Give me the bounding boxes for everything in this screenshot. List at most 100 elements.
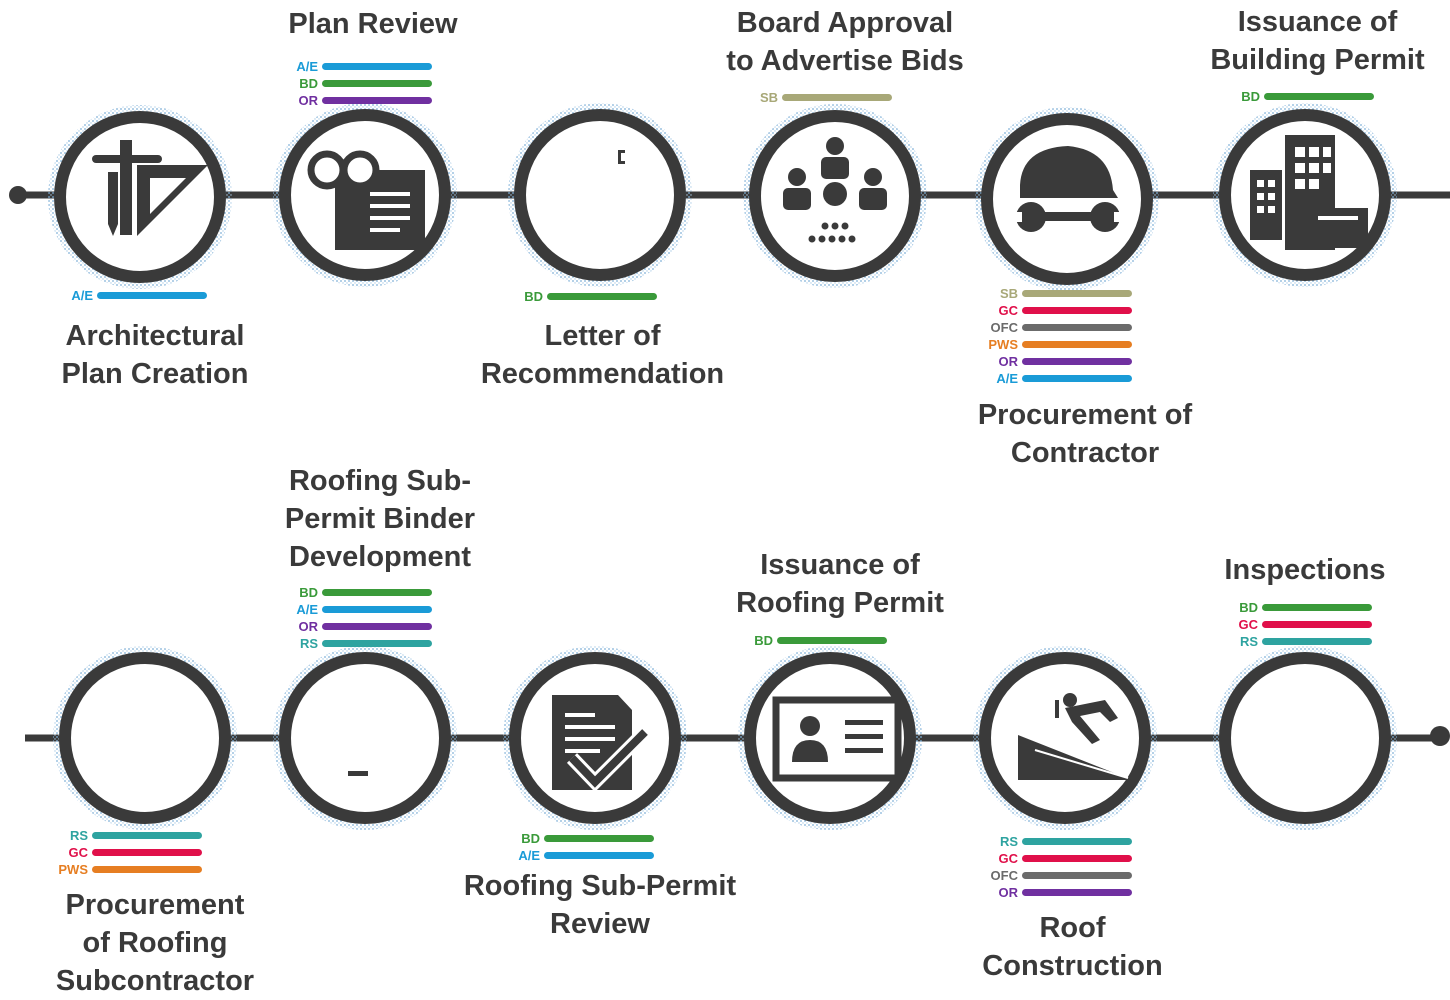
stakeholder-tag-bar [322,63,432,70]
stakeholder-tag-label: A/E [296,59,318,74]
step-title-7: Procurement of Roofing Subcontractor [30,886,280,1000]
step-title-10: Issuance of Roofing Permit [700,546,980,622]
step-title-line: Subcontractor [55,965,255,997]
stakeholder-tag-bar [782,94,892,101]
stakeholder-tag-bar [322,589,432,596]
stakeholder-tag-bar [1262,638,1372,645]
step-circle-7 [53,646,237,830]
stakeholder-tag-bar [322,606,432,613]
stakeholder-tag-label: A/E [71,288,93,303]
stakeholder-tag-label: OFC [990,868,1018,883]
binder-icon [348,771,368,776]
step-title-line: Development [288,541,472,573]
step-title-line: Procurement of [977,399,1193,431]
step-title-line: Contractor [1010,437,1160,469]
stakeholder-tag-label: RS [299,636,318,651]
step-title-line: Architectural [65,320,245,352]
step-title-6: Issuance of Building Permit [1185,3,1450,79]
step-title-line: Building Permit [1210,44,1425,76]
step-title-line: Inspections [1224,554,1386,586]
stakeholder-tag-label: PWS [58,862,88,877]
stakeholder-tag-label: OR [298,93,319,108]
stakeholder-tag-label: OR [998,885,1019,900]
stakeholder-tag-label: GC [998,303,1019,318]
stakeholder-tag-label: OFC [990,320,1018,335]
stakeholder-tag-bar [322,97,432,104]
step-title-12: Inspections [1190,551,1420,589]
step-title-2: Plan Review [248,5,498,43]
step-title-line: Roofing Sub- [288,465,471,497]
step-circle-3 [508,103,692,287]
stakeholder-tag-bar [1022,855,1132,862]
stakeholder-tag-label: RS [1239,634,1258,649]
step-title-line: to Advertise Bids [726,45,964,77]
step-title-line: Recommendation [480,358,725,390]
step-title-line: Construction [982,950,1163,982]
letter-icon [618,150,625,164]
meeting-icon [783,137,887,243]
stakeholder-tag-label: A/E [296,602,318,617]
stakeholder-tag-label: BD [1241,89,1260,104]
stakeholder-tag-bar [1022,324,1132,331]
stakeholder-tag-label: BD [299,76,318,91]
hardhat-wrench-icon [1012,146,1124,232]
step-title-line: Plan Review [288,8,458,40]
step-title-8: Roofing Sub- Permit Binder Development [255,462,505,576]
step-title-line: Review [550,908,650,940]
stakeholder-tag-bar [322,623,432,630]
step-title-line: Roof [1039,912,1106,944]
stakeholder-tag-bar [1022,889,1132,896]
stakeholder-tag-label: OR [298,619,319,634]
step-title-line: Roofing Sub-Permit [463,870,737,902]
step-title-line: Procurement [65,889,245,921]
stakeholder-tag-label: A/E [996,371,1018,386]
step-circle-12 [1213,646,1397,830]
stakeholder-tag-bar [1022,358,1132,365]
stakeholder-tag-bar [1022,307,1132,314]
stakeholder-tag-label: A/E [518,848,540,863]
stakeholder-tag-bar [1264,93,1374,100]
step-circle-5 [975,107,1159,291]
step-title-line: Issuance of [760,549,920,581]
stakeholder-tag-bar [97,292,207,299]
step-title-line: Letter of [544,320,661,352]
timeline-end-dot [1430,726,1450,746]
glasses-document-icon [307,150,425,250]
stakeholder-tag-bar [544,852,654,859]
step-title-4: Board Approval to Advertise Bids [700,4,990,80]
stakeholder-tag-label: GC [998,851,1019,866]
step-circle-8 [273,646,457,830]
stakeholder-tag-label: RS [69,828,88,843]
stakeholder-tag-bar [544,835,654,842]
stakeholder-tag-bar [1262,621,1372,628]
stakeholder-tag-label: BD [524,289,543,304]
stakeholder-tag-label: OR [998,354,1019,369]
stakeholder-tag-bar [1022,290,1132,297]
step-title-1: Architectural Plan Creation [30,317,280,393]
step-title-line: Plan Creation [61,358,249,390]
stakeholder-tag-bar [92,866,202,873]
step-title-9: Roofing Sub-Permit Review [440,867,760,943]
roofer-icon [1018,693,1132,780]
step-title-3: Letter of Recommendation [460,317,745,393]
stakeholder-tag-label: BD [754,633,773,648]
stakeholder-tag-label: BD [299,585,318,600]
id-card-icon [772,696,902,782]
stakeholder-tag-bar [1022,838,1132,845]
step-title-line: Issuance of [1237,6,1398,38]
step-title-line: Board Approval [736,7,954,39]
timeline-start-dot [9,186,27,204]
stakeholder-tag-bar [92,832,202,839]
stakeholder-tag-label: PWS [988,337,1018,352]
step-title-line: Roofing Permit [736,587,944,619]
stakeholder-tag-label: RS [999,834,1018,849]
stakeholder-tag-bar [322,80,432,87]
stakeholder-tag-label: SB [759,90,778,105]
stakeholder-tag-bar [1022,341,1132,348]
step-title-line: of Roofing [82,927,228,959]
stakeholder-tag-bar [1262,604,1372,611]
stakeholder-tag-bar [322,640,432,647]
step-circle-11 [973,646,1157,830]
